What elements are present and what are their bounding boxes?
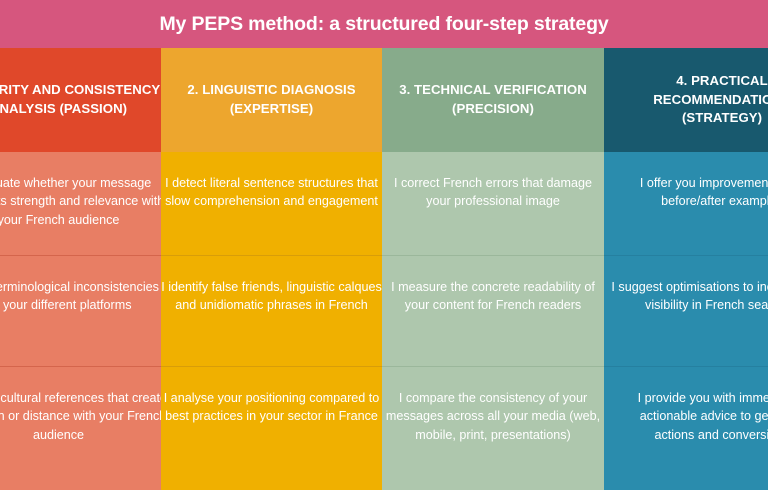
row-divider-1-c3 (382, 255, 604, 256)
cell-r1-c2-line-1: I detect literal sentence structures tha… (165, 176, 378, 190)
cell-r3-c3-line-1: I compare the consistency of your (398, 391, 588, 405)
cell-r1-c2-line-2: slow comprehension and engagement (165, 194, 378, 209)
cell-r1-c1-line-1: I evaluate whether your message (0, 176, 152, 190)
row-divider-1-c4 (604, 255, 768, 256)
cell-r3-c4-line-1: I provide you with immediately (637, 391, 768, 405)
column-header-4-line-1: 4. PRACTICAL (676, 72, 768, 88)
cell-r3-c3: I compare the consistency of your messag… (382, 367, 604, 490)
column-header-1-label: 1. CLARITY AND CONSISTENCY ANALYSIS (PAS… (0, 81, 160, 118)
row-divider-1-c1 (0, 255, 161, 256)
row-divider-2-c3 (382, 366, 604, 367)
cell-r2-c2: I identify false friends, linguistic cal… (161, 256, 382, 366)
column-header-1: 1. CLARITY AND CONSISTENCY ANALYSIS (PAS… (0, 48, 161, 152)
row-divider-2-c1 (0, 366, 161, 367)
cell-r1-c2: I detect literal sentence structures tha… (161, 152, 382, 255)
cell-r2-c4: I suggest optimisations to increase your… (604, 256, 768, 366)
cell-r3-c4-line-3: actions and conversions (654, 427, 768, 442)
page-title: My PEPS method: a structured four-step s… (159, 12, 609, 35)
cell-r3-c3-line-3: mobile, print, presentations) (415, 427, 571, 442)
cell-r2-c1-line-1: I spot terminological inconsistencies (0, 280, 159, 294)
column-header-3-line-2: (PRECISION) (452, 101, 534, 116)
cell-r3-c4: I provide you with immediately actionabl… (604, 367, 768, 490)
cell-r3-c1-line-2: confusion or distance with your French (0, 409, 161, 424)
cell-r3-c2: I analyse your positioning compared to b… (161, 367, 382, 490)
cell-r1-c4-text: I offer you improvements with before/aft… (640, 174, 768, 211)
cell-r3-c3-line-2: messages across all your media (web, (385, 409, 601, 424)
method-grid: 1. CLARITY AND CONSISTENCY ANALYSIS (PAS… (0, 48, 768, 490)
cell-r2-c3: I measure the concrete readability of yo… (382, 256, 604, 366)
cell-r2-c2-text: I identify false friends, linguistic cal… (161, 278, 382, 315)
column-technical-verification: 3. TECHNICAL VERIFICATION (PRECISION) I … (382, 48, 604, 490)
column-header-2: 2. LINGUISTIC DIAGNOSIS (EXPERTISE) (161, 48, 382, 152)
cell-r3-c1-line-1: I identify cultural references that crea… (0, 391, 161, 405)
cell-r3-c1-text: I identify cultural references that crea… (0, 389, 161, 444)
cell-r1-c3-line-1: I correct French errors that damage (393, 176, 593, 190)
cell-r2-c3-line-1: I measure the concrete readability of (391, 280, 595, 294)
cell-r1-c3: I correct French errors that damage your… (382, 152, 604, 255)
cell-r2-c3-line-2: your content for French readers (404, 298, 582, 313)
cell-r1-c1-text: I evaluate whether your message retains … (0, 174, 161, 229)
column-header-2-line-1: 2. LINGUISTIC DIAGNOSIS (187, 82, 356, 98)
cell-r1-c4-line-2: before/after examples (661, 194, 768, 209)
cell-r2-c1-line-2: on your different platforms (0, 298, 132, 313)
column-clarity-consistency-analysis: 1. CLARITY AND CONSISTENCY ANALYSIS (PAS… (0, 48, 161, 490)
cell-r1-c4-line-1: I offer you improvements with (639, 176, 768, 190)
column-header-3-label: 3. TECHNICAL VERIFICATION (PRECISION) (399, 81, 587, 118)
cell-r2-c1-text: I spot terminological inconsistencies on… (0, 278, 159, 315)
cell-r3-c2-line-1: I analyse your positioning compared to (163, 391, 380, 405)
cell-r1-c3-line-2: your professional image (426, 194, 560, 209)
cell-r2-c2-line-1: I identify false friends, linguistic cal… (161, 280, 382, 294)
page-title-bar: My PEPS method: a structured four-step s… (0, 0, 768, 48)
column-linguistic-diagnosis: 2. LINGUISTIC DIAGNOSIS (EXPERTISE) I de… (161, 48, 382, 490)
cell-r3-c4-text: I provide you with immediately actionabl… (638, 389, 768, 444)
cell-r2-c4-line-2: visibility in French searches (645, 298, 768, 313)
cell-r2-c4-text: I suggest optimisations to increase your… (611, 278, 768, 315)
cell-r2-c1: I spot terminological inconsistencies on… (0, 256, 161, 366)
cell-r1-c2-text: I detect literal sentence structures tha… (165, 174, 378, 211)
column-header-4: 4. PRACTICAL RECOMMENDATIONS (STRATEGY) (604, 48, 768, 152)
row-divider-2-c4 (604, 366, 768, 367)
column-header-4-line-2: RECOMMENDATIONS (653, 91, 768, 107)
cell-r1-c1-line-3: your French audience (0, 212, 120, 227)
cell-r3-c2-line-2: best practices in your sector in France (165, 409, 378, 424)
column-header-2-line-2: (EXPERTISE) (229, 101, 314, 116)
column-header-2-label: 2. LINGUISTIC DIAGNOSIS (EXPERTISE) (187, 81, 355, 118)
cell-r3-c1-line-3: audience (32, 427, 85, 442)
column-header-3-line-1: 3. TECHNICAL VERIFICATION (399, 82, 587, 98)
column-header-4-line-3: (STRATEGY) (681, 110, 763, 126)
cell-r1-c1-line-2: retains its strength and relevance with (0, 194, 161, 209)
column-practical-recommendations: 4. PRACTICAL RECOMMENDATIONS (STRATEGY) … (604, 48, 768, 490)
cell-r2-c3-text: I measure the concrete readability of yo… (391, 278, 595, 315)
row-divider-1-c2 (161, 255, 382, 256)
cell-r2-c4-line-1: I suggest optimisations to increase your (611, 280, 768, 294)
cell-r1-c4: I offer you improvements with before/aft… (604, 152, 768, 255)
cell-r1-c1: I evaluate whether your message retains … (0, 152, 161, 255)
cell-r3-c4-line-2: actionable advice to generate (639, 409, 768, 424)
cell-r2-c2-line-2: and unidiomatic phrases in French (175, 298, 368, 313)
cell-r3-c2-text: I analyse your positioning compared to b… (164, 389, 380, 426)
row-divider-2-c2 (161, 366, 382, 367)
cell-r3-c3-text: I compare the consistency of your messag… (386, 389, 600, 444)
cell-r1-c3-text: I correct French errors that damage your… (394, 174, 592, 211)
column-header-3: 3. TECHNICAL VERIFICATION (PRECISION) (382, 48, 604, 152)
column-header-1-line-1: 1. CLARITY AND CONSISTENCY (0, 82, 161, 98)
column-header-4-label: 4. PRACTICAL RECOMMENDATIONS (STRATEGY) (653, 72, 768, 128)
cell-r3-c1: I identify cultural references that crea… (0, 367, 161, 490)
column-header-1-line-2: ANALYSIS (PASSION) (0, 101, 128, 116)
